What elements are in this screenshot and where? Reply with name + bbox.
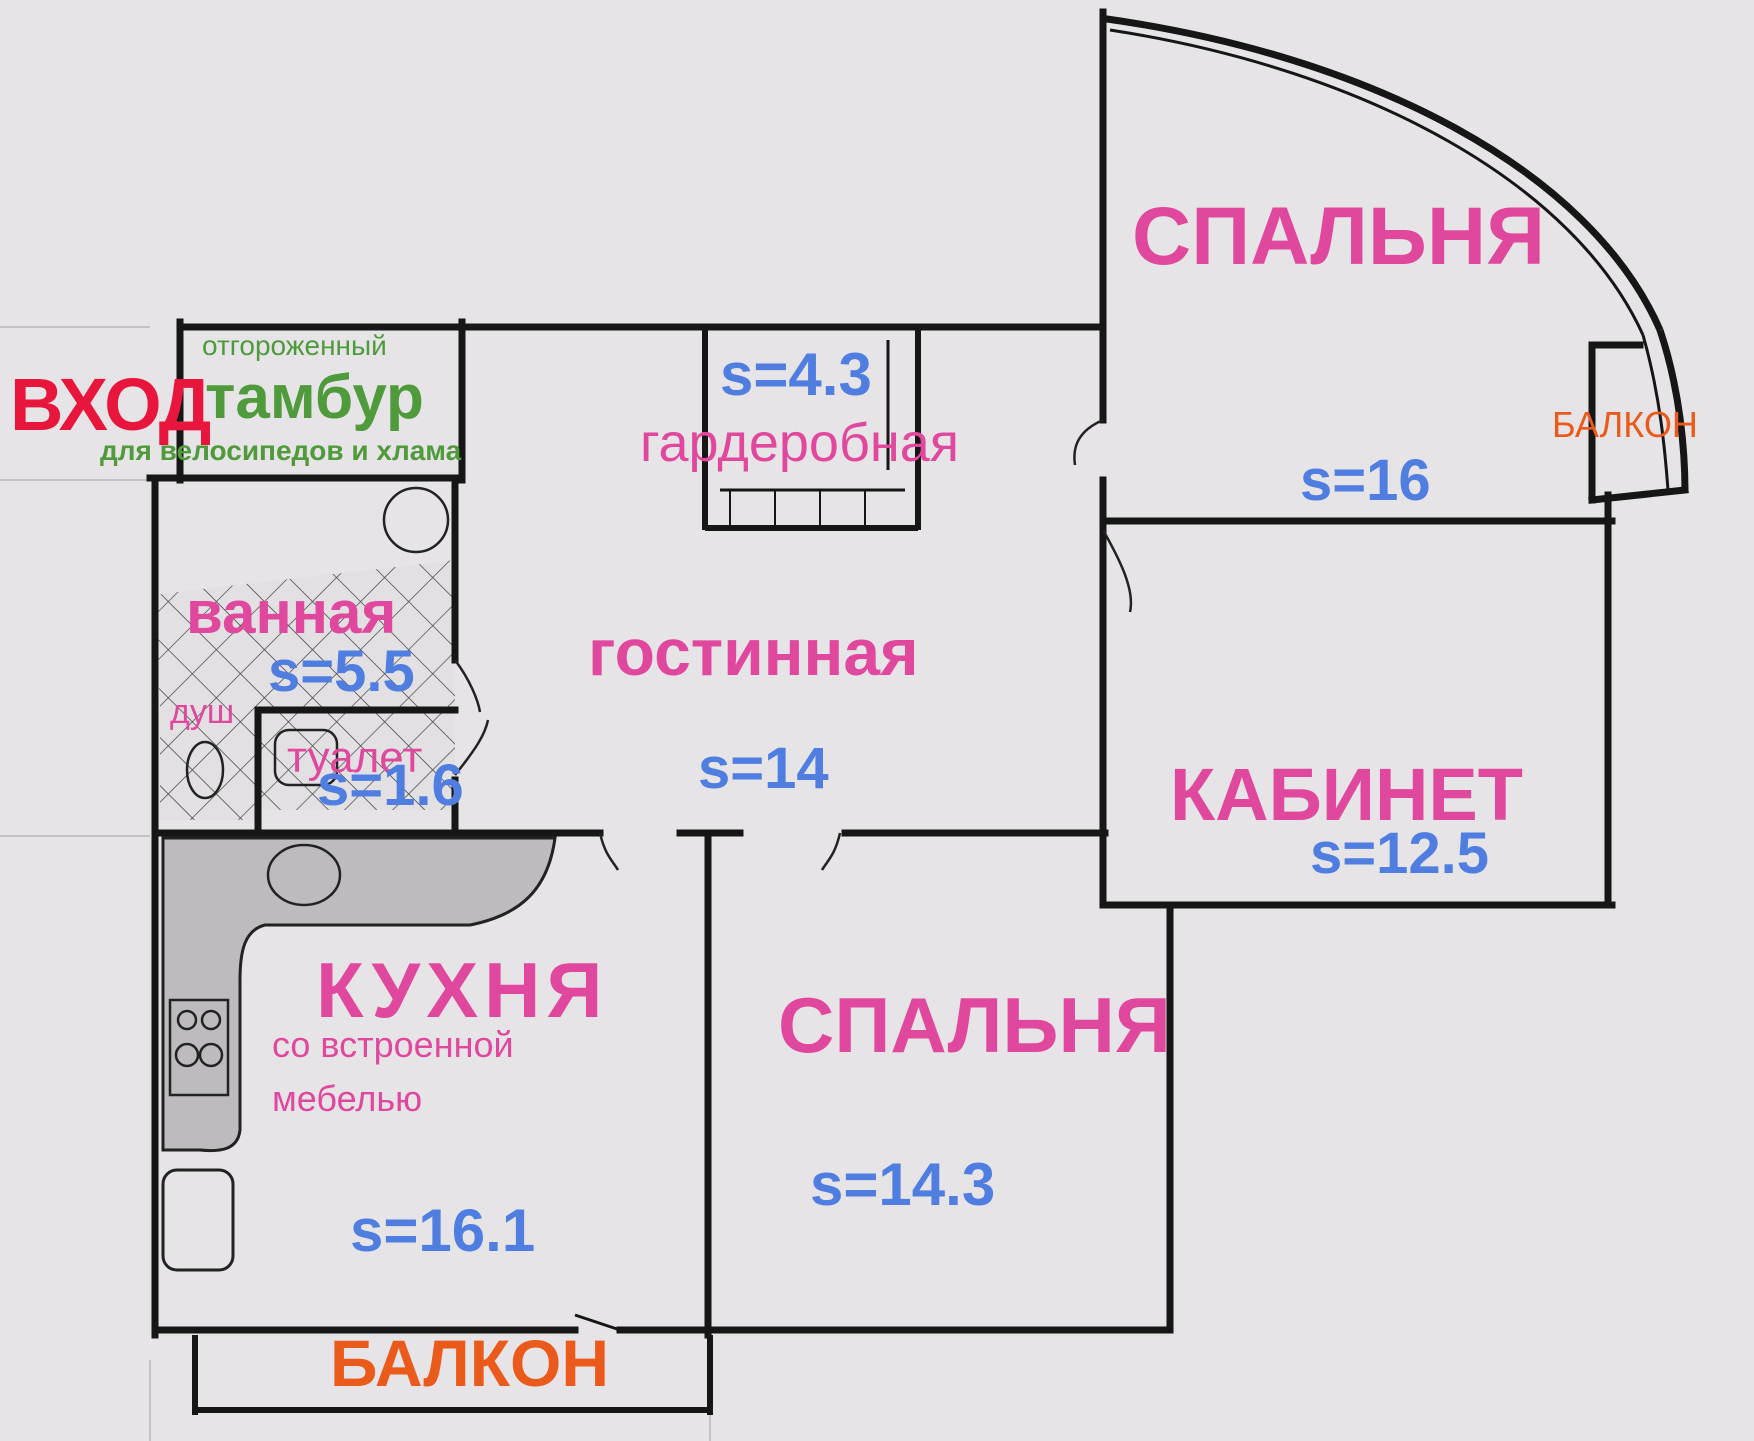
walls bbox=[146, 8, 1689, 1339]
vestibule-label: тамбур bbox=[205, 363, 424, 432]
toilet-area-label: s=1.6 bbox=[317, 753, 464, 818]
bathroom-tile-floor bbox=[155, 560, 455, 810]
study-area-label: s=12.5 bbox=[1310, 821, 1490, 886]
vestibule-note-label: для велосипедов и хлама bbox=[100, 435, 462, 466]
balcony-right-label: БАЛКОН bbox=[1552, 404, 1698, 445]
entry-label: ВХОД bbox=[10, 363, 211, 446]
shower-label: душ bbox=[170, 693, 235, 731]
shaded-areas bbox=[155, 560, 557, 1272]
toilet-label: туалет bbox=[287, 733, 423, 782]
kitchen-counter-end bbox=[161, 1168, 235, 1272]
balcony-bottom-label: БАЛКОН bbox=[330, 1326, 609, 1400]
stove-icon bbox=[168, 998, 230, 1097]
door-swings bbox=[453, 418, 1133, 871]
kitchen-label: КУХНЯ bbox=[316, 946, 609, 1034]
kitchen-note-1-label: со встроенной bbox=[272, 1024, 514, 1065]
toilet-icon bbox=[273, 728, 339, 787]
study-label: КАБИНЕТ bbox=[1170, 753, 1523, 836]
bedroom-top-label: СПАЛЬНЯ bbox=[1132, 191, 1546, 282]
bedroom-top-area-label: s=16 bbox=[1300, 448, 1431, 513]
shower-tile bbox=[160, 710, 258, 820]
kitchen-area-label: s=16.1 bbox=[350, 1197, 536, 1264]
shower-head-icon bbox=[185, 740, 225, 800]
wardrobe-label: гардеробная bbox=[640, 413, 959, 473]
bedroom-bottom-label: СПАЛЬНЯ bbox=[778, 981, 1171, 1069]
living-area-label: s=14 bbox=[698, 736, 829, 801]
washbasin-bath-icon bbox=[382, 486, 450, 554]
kitchen-note-2-label: мебелью bbox=[272, 1078, 423, 1119]
kitchen-counter bbox=[161, 836, 557, 1153]
wardrobe-unit bbox=[702, 330, 921, 531]
balcony-bottom-outline bbox=[192, 1313, 713, 1415]
curved-wall bbox=[1099, 14, 1689, 493]
bathroom-label: ванная bbox=[186, 579, 397, 646]
washbasin-kitchen-icon bbox=[266, 843, 342, 907]
vestibule-small-label: отгороженный bbox=[202, 330, 387, 361]
living-label: гостинная bbox=[588, 615, 919, 689]
wardrobe-area-label: s=4.3 bbox=[720, 341, 872, 408]
bathroom-area-label: s=5.5 bbox=[268, 639, 415, 704]
bedroom-bottom-area-label: s=14.3 bbox=[810, 1151, 996, 1218]
fixtures bbox=[168, 486, 450, 1097]
